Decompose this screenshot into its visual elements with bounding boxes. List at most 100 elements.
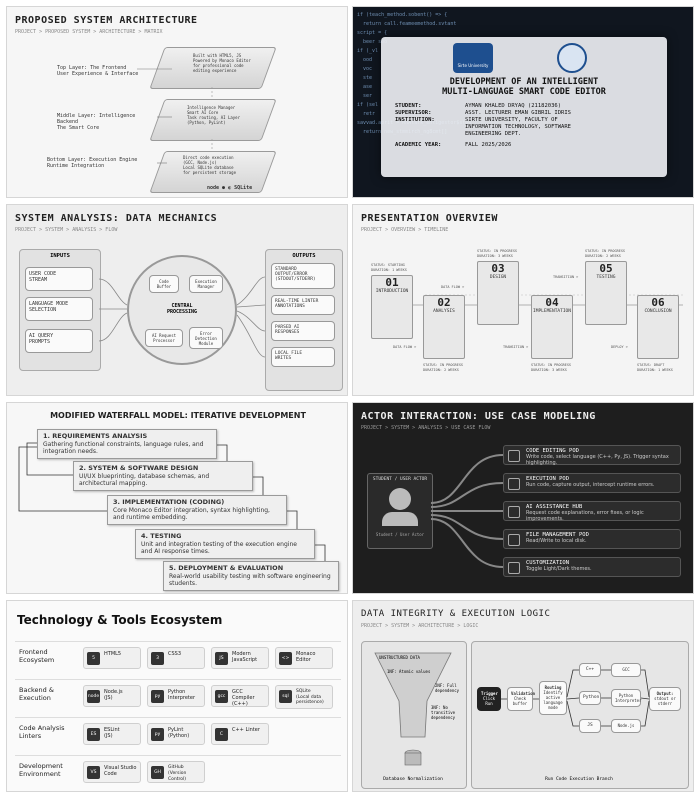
panel-title: ACTOR INTERACTION: USE CASE MODELING (361, 411, 596, 422)
nf1-label: 1NF: Atomic values (387, 669, 431, 674)
javascript-icon: JS (215, 652, 228, 665)
terminal-icon (508, 478, 520, 490)
code-line: return call.feameemethod.svtant (357, 21, 457, 27)
actor-links (430, 454, 504, 568)
css3-icon: 3 (151, 652, 164, 665)
code-line: if (teach_method.sobent() => { (357, 12, 448, 18)
funnel-top-label: UNSTRUCTURED DATA (379, 655, 420, 660)
vscode-icon: VS (87, 766, 100, 779)
panel-tech-tools: Technology & Tools Ecosystem Frontend Ec… (6, 600, 348, 792)
palette-icon (508, 562, 520, 574)
pylint-icon: py (151, 728, 164, 741)
output-node: Output:stdout or stderr (649, 687, 681, 711)
nf3-label: 3NF: No transitive dependency (431, 705, 456, 720)
panel-title: PROPOSED SYSTEM ARCHITECTURE (15, 15, 198, 26)
milestone-04-status: STATUS: IN PROGRESS DURATION: 3 WEEKS (531, 363, 572, 372)
supervisor-label: SUPERVISOR: (395, 110, 432, 116)
output-file-writes: LOCAL FILE WRITES (271, 347, 335, 367)
lang-cpp: C++ (579, 663, 601, 677)
panel-proposed-architecture: PROPOSED SYSTEM ARCHITECTURE PROJECT > P… (6, 6, 348, 198)
flow-label-4: TRANSITION > (553, 275, 579, 279)
sqlite-icon: sql (279, 690, 292, 703)
bottom-layer-label: Bottom Layer: Execution Engine Runtime I… (47, 157, 138, 169)
engine-python: Python Interpreter (611, 689, 642, 707)
middle-layer-note: Intelligence Manager Smart AI Core Task … (187, 105, 240, 125)
academic-year: FALL 2025/2026 (465, 142, 512, 148)
institution-label: INSTITUTION: (395, 117, 435, 123)
actor-sublabel: Student / User Actor (375, 532, 425, 537)
right-caption: Run Code Execution Branch (545, 777, 613, 782)
student-label: STUDENT: (395, 103, 422, 109)
milestone-01-status: STATUS: STARTING DURATION: 1 WEEKS (371, 263, 407, 272)
institution-name: SIRTE UNIVERSITY, FACULTY OF INFORMATION… (465, 117, 571, 137)
tech-logos: node ● ◐ SQLite (207, 185, 253, 191)
flow-label-5: DEPLOY > (611, 345, 628, 349)
panel-title: Technology & Tools Ecosystem (17, 613, 223, 627)
lang-python: Python (579, 691, 601, 705)
title-card: Sirte University DEVELOPMENT OF AN INTEL… (381, 37, 667, 177)
panel-use-case: ACTOR INTERACTION: USE CASE MODELING PRO… (352, 402, 694, 594)
node-error-detection: Error Detection Module (189, 327, 223, 349)
node-execution-manager: Execution Manager (189, 275, 223, 293)
category-label: Backend & Execution (19, 686, 54, 702)
university-logo: Sirte University (453, 43, 493, 73)
step-3: 3. IMPLEMENTATION (CODING)Core Monaco Ed… (107, 495, 287, 525)
inputs-header: INPUTS (50, 253, 70, 259)
breadcrumb: PROJECT > SYSTEM > ANALYSIS > USE CASE F… (361, 425, 491, 431)
breadcrumb: PROJECT > PROPOSED SYSTEM > ARCHITECTURE… (15, 29, 163, 35)
editor-icon (508, 450, 520, 462)
code-line: script = { (357, 30, 388, 36)
panel-presentation-overview: PRESENTATION OVERVIEW PROJECT > OVERVIEW… (352, 204, 694, 396)
category-label: Frontend Ecosystem (19, 648, 55, 664)
lang-js: JS (579, 719, 601, 733)
input-language-mode: LANGUAGE MODE SELECTION (25, 297, 93, 321)
eslint-icon: ES (87, 728, 100, 741)
engine-nodejs: Node.js (611, 719, 641, 733)
nf2-label: 2NF: Full dependency (435, 683, 460, 693)
folder-icon (508, 534, 520, 546)
code-line: ood (357, 57, 373, 63)
bottom-layer-note: Direct code execution (GCC, Node.js) Loc… (183, 155, 236, 175)
flow-lines (98, 276, 266, 358)
category-label: Code Analysis Linters (19, 724, 65, 740)
nodejs-icon: node (87, 690, 100, 703)
leader-lines (137, 68, 213, 164)
panel-waterfall: MODIFIED WATERFALL MODEL: ITERATIVE DEVE… (6, 402, 348, 594)
ai-chip-icon (508, 506, 520, 518)
panel-data-integrity: DATA INTEGRITY & EXECUTION LOGIC PROJECT… (352, 600, 694, 792)
flow-label-2: DATA FLOW > (393, 345, 417, 349)
monaco-icon: <> (279, 652, 292, 665)
actor-card: STUDENT / USER ACTOR Student / User Acto… (367, 473, 433, 549)
code-line: ste (357, 75, 373, 81)
output-stdout: STANDARD OUTPUT/ERROR (STDOUT/STDERR) (271, 263, 335, 289)
flow-label-3: TRANSITION > (503, 345, 529, 349)
actor-label: STUDENT / USER ACTOR (372, 477, 428, 482)
engine-gcc: GCC (611, 663, 641, 677)
central-processing-label: CENTRAL PROCESSING (166, 303, 198, 315)
panel-title: DATA INTEGRITY & EXECUTION LOGIC (361, 609, 551, 619)
code-line: ser (357, 93, 373, 99)
